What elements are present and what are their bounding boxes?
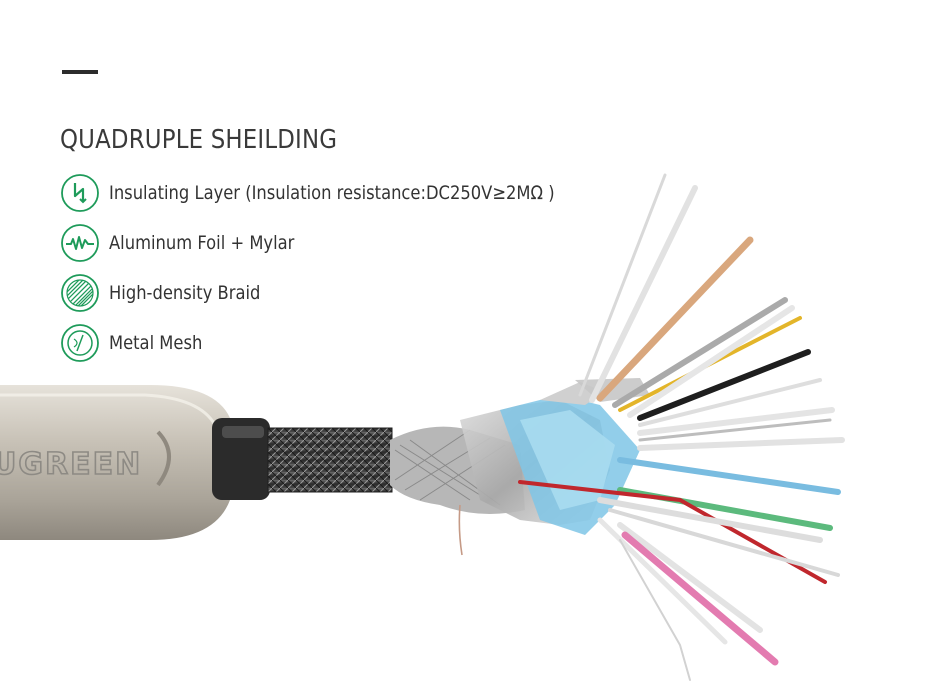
feature-braid: High-density Braid [60, 268, 627, 318]
wave-signal-icon [61, 224, 99, 262]
conductor-wires [518, 173, 845, 681]
hdmi-cable-cutaway-image: UGREEN [0, 173, 845, 681]
feature-list: Insulating Layer (Insulation resistance:… [60, 168, 627, 368]
mesh-circle-icon [61, 324, 99, 362]
hdmi-connector: UGREEN [0, 385, 270, 540]
feature-label: High-density Braid [109, 282, 261, 304]
feature-metal-mesh: Metal Mesh [60, 318, 627, 368]
heading-accent-bar [62, 70, 98, 74]
braided-jacket [268, 428, 392, 492]
page-title: QUADRUPLE SHEILDING [60, 125, 338, 156]
feature-insulating-layer: Insulating Layer (Insulation resistance:… [60, 168, 627, 218]
feature-label: Insulating Layer (Insulation resistance:… [109, 182, 555, 204]
lightning-insulation-icon [61, 174, 99, 212]
feature-aluminum-foil: Aluminum Foil + Mylar [60, 218, 627, 268]
feature-label: Aluminum Foil + Mylar [109, 232, 295, 254]
hatched-circle-icon [61, 274, 99, 312]
feature-label: Metal Mesh [109, 332, 203, 354]
brand-logo-text: UGREEN [0, 447, 142, 482]
